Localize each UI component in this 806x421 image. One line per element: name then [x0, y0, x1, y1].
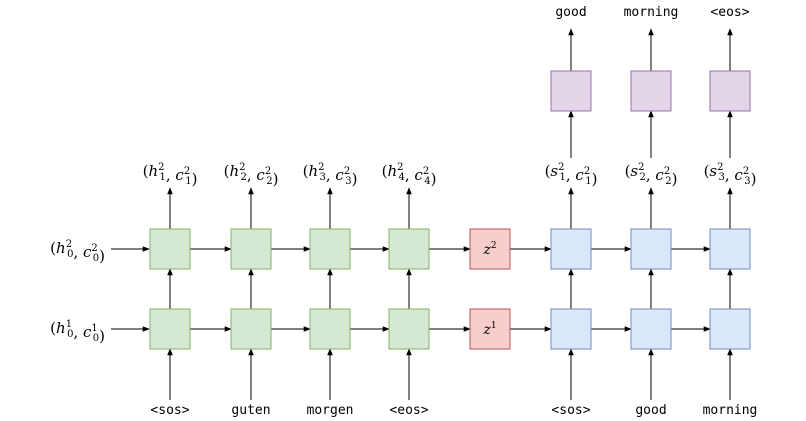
encoder-cell-top-1 [149, 228, 191, 270]
encoder-cell-bottom-4 [388, 308, 430, 350]
decoder-cell-top-2 [630, 228, 672, 270]
context-vector-z1 [469, 308, 511, 350]
decoder-cell-bottom-1 [550, 308, 592, 350]
encoder-cell-bottom-2 [230, 308, 272, 350]
decoder-output-token-2: <eos> [710, 5, 749, 20]
encoder-cell-top-4 [388, 228, 430, 270]
cell-boxes [149, 70, 751, 350]
encoder-cell-bottom-1 [149, 308, 191, 350]
decoder-output-token-1: morning [624, 5, 679, 20]
context-label-z2: z2 [482, 241, 496, 258]
decoder-input-token-0: <sos> [551, 403, 590, 418]
decoder-cell-bottom-2 [630, 308, 672, 350]
context-vector-z2 [469, 228, 511, 270]
encoder-cell-top-3 [309, 228, 351, 270]
decoder-input-token-1: good [635, 403, 666, 418]
encoder-input-token-3: <eos> [389, 403, 428, 418]
output-layer-box-3 [709, 70, 751, 112]
output-layer-box-1 [550, 70, 592, 112]
decoder-input-token-2: morning [703, 403, 758, 418]
output-layer-box-2 [630, 70, 672, 112]
encoder-input-token-2: morgen [307, 403, 354, 418]
decoder-output-token-0: good [555, 5, 586, 20]
encoder-input-token-0: <sos> [150, 403, 189, 418]
encoder-cell-bottom-3 [309, 308, 351, 350]
text-labels: <sos> guten morgen <eos> <sos> good morning goo… [50, 5, 757, 418]
connection-arrows [111, 28, 733, 400]
decoder-cell-bottom-3 [709, 308, 751, 350]
encoder-cell-top-2 [230, 228, 272, 270]
decoder-cell-top-3 [709, 228, 751, 270]
decoder-cell-top-1 [550, 228, 592, 270]
encoder-input-token-1: guten [231, 403, 270, 418]
context-label-z1: z1 [482, 321, 496, 338]
